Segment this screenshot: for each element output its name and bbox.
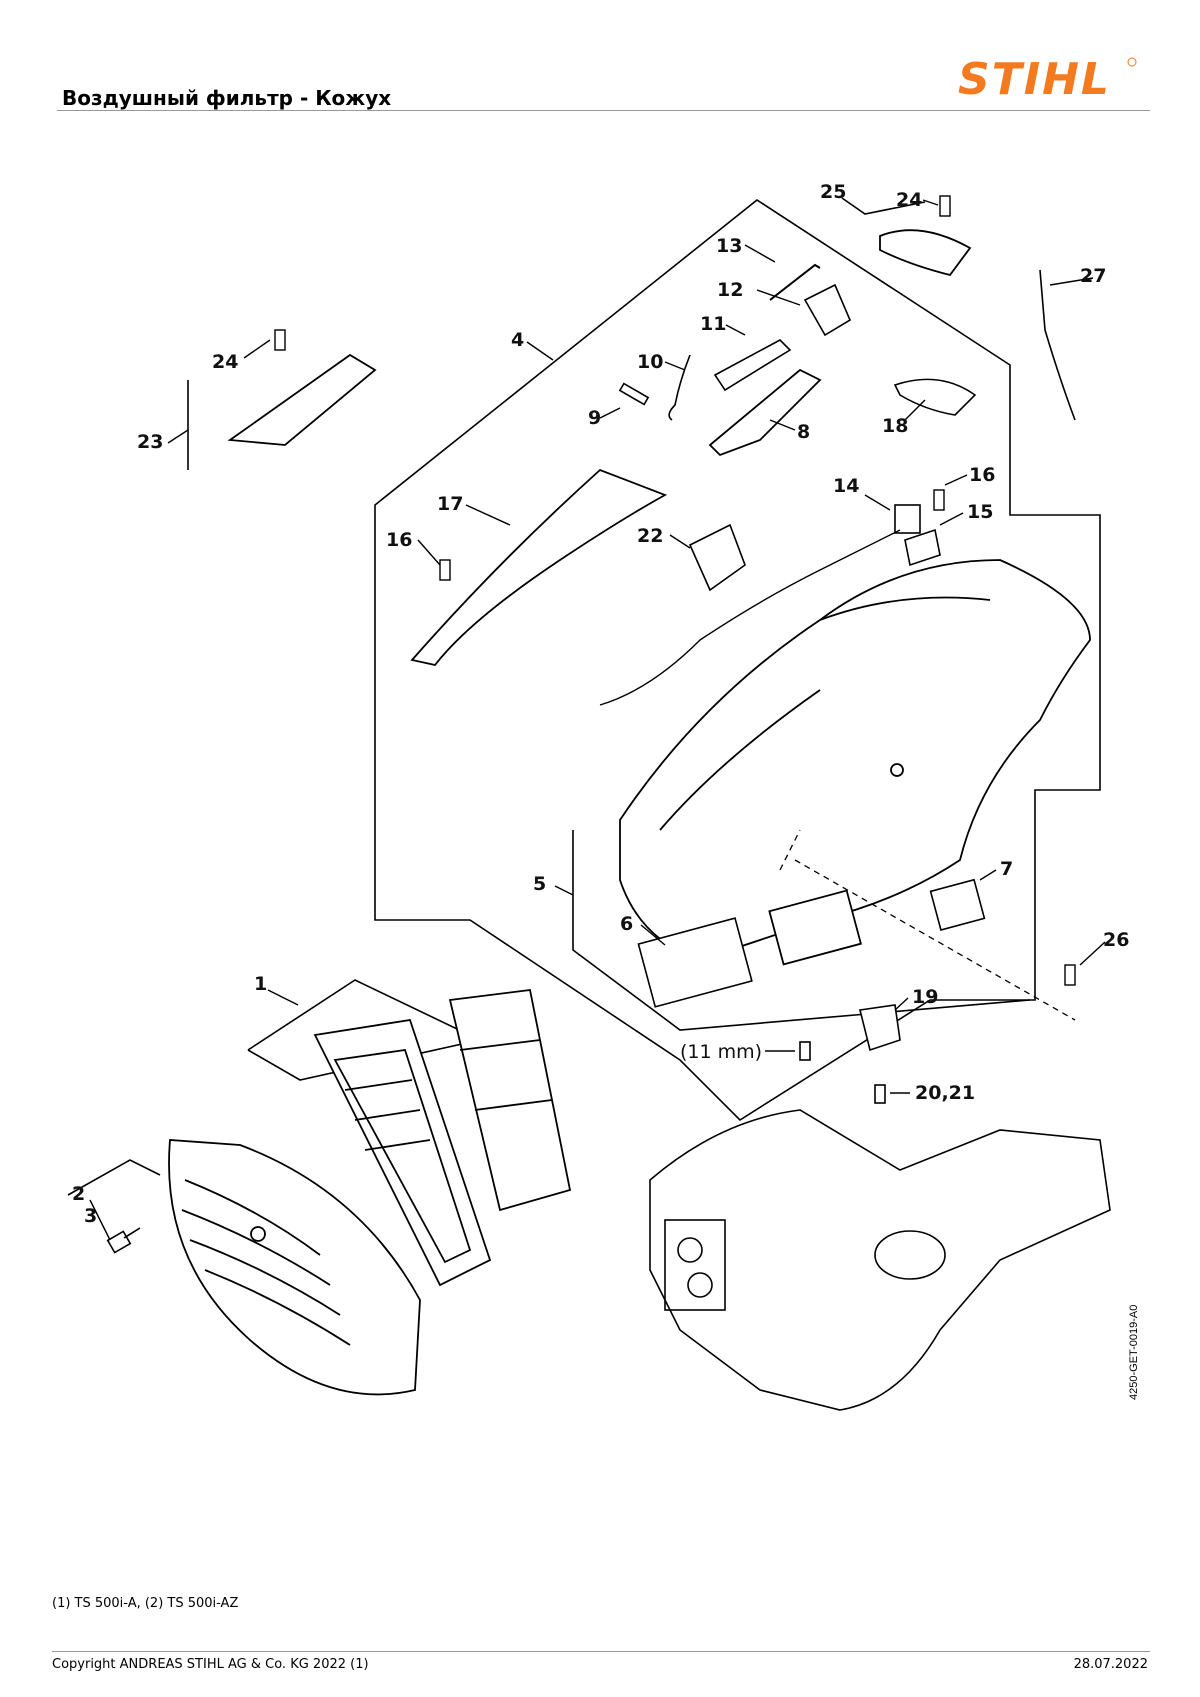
label-7 [929, 878, 986, 931]
rod-13 [769, 263, 821, 301]
cover-25 [879, 229, 972, 277]
copyright-text: Copyright ANDREAS STIHL AG & Co. KG 2022… [52, 1657, 369, 1672]
callout-25: 25 [820, 181, 846, 203]
bracket-15 [904, 528, 941, 567]
callout-4: 4 [511, 329, 524, 351]
callout-16b: 16 [969, 464, 995, 486]
callout-10: 10 [637, 351, 663, 373]
housing-frame-5 [572, 830, 1031, 1031]
drawing-code-text: 4250-GET-0019-A0 [1128, 1304, 1140, 1400]
handle-cover [410, 468, 668, 666]
pin-11mm [799, 1041, 811, 1061]
registered-mark-icon [1127, 57, 1137, 67]
callout-12: 12 [717, 279, 743, 301]
filter-screen [448, 989, 572, 1212]
callout-2: 2 [72, 1183, 85, 1205]
callout-1: 1 [254, 973, 267, 995]
callout-15: 15 [967, 501, 993, 523]
assembly-frame-4 [374, 199, 1101, 1122]
callout-17: 17 [437, 493, 463, 515]
bracket-25 [841, 197, 926, 215]
callout-11mm: (11 mm) [680, 1041, 762, 1063]
stihl-logo-text: STIHL [958, 54, 1111, 102]
callout-13: 13 [716, 235, 742, 257]
footer-divider [52, 1651, 1150, 1652]
screw-16b [933, 489, 945, 511]
label-6 [637, 917, 753, 1008]
cover-23 [227, 353, 377, 446]
screw-24a [274, 329, 286, 351]
drawing-code: 4250-GET-0019-A0 [1128, 1305, 1140, 1410]
callout-16a: 16 [386, 529, 412, 551]
lever-11 [713, 339, 792, 392]
stihl-logo: STIHL [958, 54, 1137, 102]
pin-9 [618, 382, 650, 406]
callout-11: 11 [700, 313, 726, 335]
callout-27: 27 [1080, 265, 1106, 287]
screw-16a [439, 559, 451, 581]
callout-7: 7 [1000, 858, 1013, 880]
part-18 [893, 378, 977, 416]
control-22 [688, 523, 746, 592]
switch-14 [894, 504, 921, 534]
air-filter-cover [168, 1139, 421, 1396]
trigger-8 [708, 368, 822, 457]
callout-6: 6 [620, 913, 633, 935]
callout-14: 14 [833, 475, 859, 497]
part-12 [803, 283, 852, 337]
callout-23: 23 [137, 431, 163, 453]
callout-20-21: 20,21 [915, 1082, 975, 1104]
header-divider [57, 110, 1150, 111]
callout-9: 9 [588, 407, 601, 429]
callout-3: 3 [84, 1205, 97, 1227]
callout-19: 19 [912, 986, 938, 1008]
air-filter [313, 1018, 492, 1287]
pin-20-21 [874, 1084, 886, 1104]
callout-5: 5 [533, 873, 546, 895]
callout-24a: 24 [212, 351, 238, 373]
cable-27 [1039, 269, 1076, 421]
part-19 [859, 1004, 901, 1052]
screw-3 [106, 1227, 141, 1254]
wiring [599, 529, 901, 706]
screw-26 [1064, 964, 1076, 986]
engine-block [649, 1109, 1111, 1411]
shroud-housing [619, 559, 1091, 966]
dashed-leader [779, 829, 1076, 1021]
callout-8: 8 [797, 421, 810, 443]
screw-24b [939, 195, 951, 217]
callout-26: 26 [1103, 929, 1129, 951]
model-footnote: (1) TS 500i-A, (2) TS 500i-AZ [52, 1596, 239, 1611]
page-title: Воздушный фильтр - Кожух [62, 86, 392, 110]
date-text: 28.07.2022 [1073, 1657, 1148, 1672]
bracket-2 [67, 1159, 161, 1196]
callout-22: 22 [637, 525, 663, 547]
callout-18: 18 [882, 415, 908, 437]
callout-24b: 24 [896, 189, 922, 211]
